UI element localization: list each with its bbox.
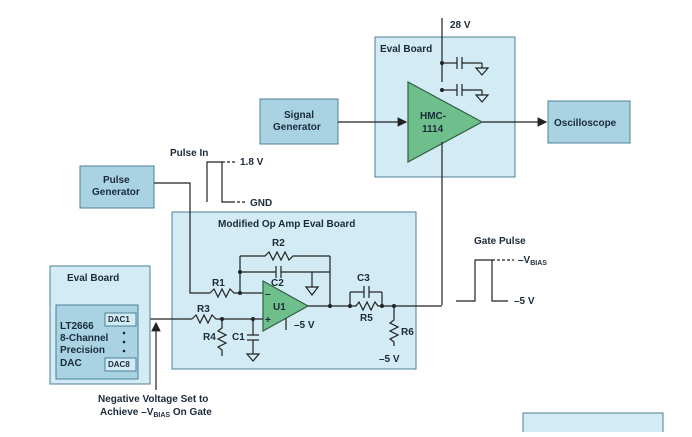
pulse-in-waveform bbox=[206, 161, 232, 203]
op-amp-board-title: Modified Op Amp Eval Board bbox=[218, 219, 355, 230]
signal-generator-label-1: Signal bbox=[284, 110, 314, 121]
gate-pulse-waveform bbox=[456, 259, 508, 302]
r4-label: R4 bbox=[203, 332, 216, 343]
pulse-in-label: Pulse In bbox=[170, 148, 208, 159]
pulse-generator-label-1: Pulse bbox=[103, 175, 130, 186]
note-line-2: Achieve –VBIAS On Gate bbox=[100, 407, 212, 419]
dac-label-2: 8-Channel bbox=[60, 333, 109, 344]
dac8-label: DAC8 bbox=[108, 360, 130, 369]
decoupling-capacitor-2 bbox=[442, 84, 490, 103]
r5-label: R5 bbox=[360, 313, 373, 324]
r6-top-dot bbox=[392, 304, 396, 308]
amplifier-label-1: HMC- bbox=[420, 111, 446, 122]
dac-dot-3 bbox=[122, 349, 126, 353]
pulse-in-low-label: GND bbox=[250, 198, 272, 209]
dac-dot-1 bbox=[122, 331, 126, 335]
r6-label: R6 bbox=[401, 327, 414, 338]
amplifier-label-2: 1114 bbox=[422, 124, 444, 135]
dac-dot-2 bbox=[122, 340, 126, 344]
decoupling-capacitor-1 bbox=[442, 57, 490, 76]
r1-resistor bbox=[209, 287, 238, 299]
c2-left-dot bbox=[238, 270, 242, 274]
pulse-wire bbox=[154, 182, 210, 294]
pulse-generator-label-2: Generator bbox=[92, 187, 140, 198]
r2-resistor bbox=[240, 250, 330, 262]
c2-capacitor bbox=[240, 266, 330, 278]
c1-capacitor bbox=[245, 319, 261, 362]
u1-label: U1 bbox=[273, 302, 286, 313]
pulse-generator-block bbox=[79, 165, 155, 209]
eval-board-top-title: Eval Board bbox=[380, 44, 432, 55]
r6-resistor bbox=[388, 306, 400, 346]
r5-resistor bbox=[350, 300, 382, 312]
op-amp-board-panel bbox=[171, 211, 417, 370]
u1-minus-label: – bbox=[265, 289, 271, 300]
c3-label: C3 bbox=[357, 273, 370, 284]
c1-label: C1 bbox=[232, 332, 245, 343]
supply-junction-2 bbox=[440, 88, 444, 92]
dac-label-1: LT2666 bbox=[60, 321, 94, 332]
dac-label-3: Precision bbox=[60, 345, 105, 356]
gate-pulse-low-label: –5 V bbox=[514, 296, 535, 307]
cropped-box-bottom bbox=[522, 412, 664, 437]
signal-generator-label-2: Generator bbox=[273, 122, 321, 133]
dac1-pin bbox=[104, 312, 137, 327]
u1-supply-label: –5 V bbox=[294, 320, 315, 331]
r4-resistor bbox=[216, 319, 228, 356]
c2-ground bbox=[304, 272, 320, 296]
dac8-pin bbox=[104, 357, 137, 372]
oscilloscope-block bbox=[547, 100, 631, 144]
c2-label: C2 bbox=[271, 278, 284, 289]
u1-plus-label: + bbox=[265, 315, 271, 326]
supply-junction-1 bbox=[440, 61, 444, 65]
gate-pulse-label: Gate Pulse bbox=[474, 236, 526, 247]
r1-label: R1 bbox=[212, 278, 225, 289]
supply-label: 28 V bbox=[450, 20, 471, 31]
hmc1114-amplifier bbox=[407, 80, 484, 164]
r3-resistor bbox=[191, 313, 263, 325]
pulse-in-high-label: 1.8 V bbox=[240, 157, 264, 168]
r3-label: R3 bbox=[197, 304, 210, 315]
dac-label-4: DAC bbox=[60, 358, 82, 369]
u1-output-dot bbox=[328, 304, 332, 308]
oscilloscope-label: Oscilloscope bbox=[554, 118, 617, 129]
eval-board-left-title: Eval Board bbox=[67, 273, 119, 284]
note-line-1: Negative Voltage Set to bbox=[98, 394, 208, 405]
dac1-label: DAC1 bbox=[108, 315, 130, 324]
r2-label: R2 bbox=[272, 238, 285, 249]
c3-capacitor bbox=[349, 286, 383, 306]
r6-supply-label: –5 V bbox=[379, 354, 400, 365]
gate-pulse-high-label: –VBIAS bbox=[518, 255, 547, 267]
